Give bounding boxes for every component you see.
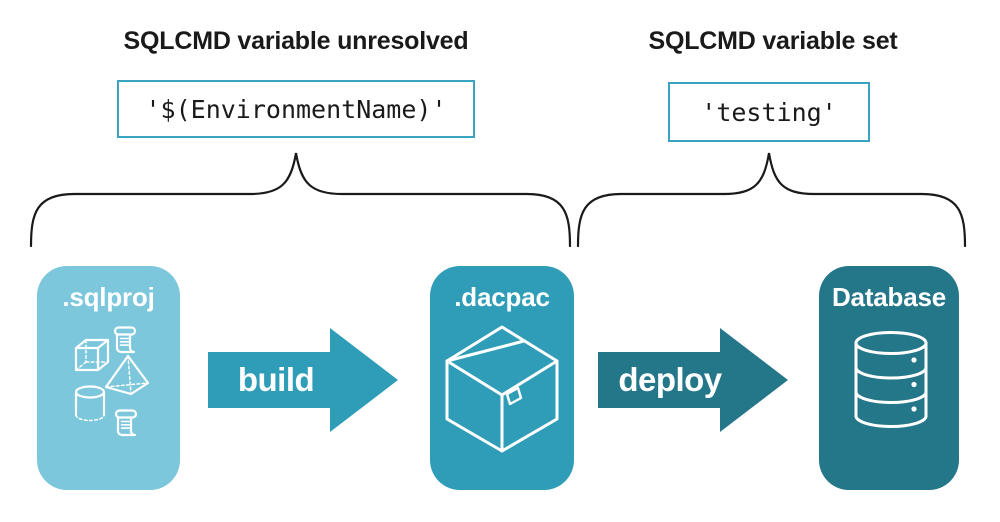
- cube-icon: [74, 338, 110, 372]
- heading-variable-set: SQLCMD variable set: [648, 27, 898, 55]
- stage-card-dacpac: .dacpac: [430, 266, 574, 490]
- heading-variable-unresolved: SQLCMD variable unresolved: [123, 27, 469, 55]
- code-box-resolved-value: 'testing': [668, 82, 870, 142]
- stage-label-sqlproj: .sqlproj: [62, 282, 155, 312]
- script-scroll-icon: [113, 326, 137, 354]
- database-cylinder-icon: [854, 331, 928, 428]
- package-box-icon: [445, 325, 559, 453]
- resolved-variable-text: 'testing': [701, 97, 837, 127]
- database-dot: [911, 381, 917, 388]
- deploy-arrow: [598, 328, 788, 432]
- cylinder-icon: [74, 385, 106, 422]
- code-box-unresolved-value: '$(EnvironmentName)': [117, 80, 475, 138]
- deploy-arrow-label: deploy: [618, 361, 722, 398]
- script-scroll-icon: [114, 409, 138, 437]
- stage-card-sqlproj: .sqlproj: [37, 266, 180, 490]
- database-dot: [911, 357, 917, 363]
- stage-label-dacpac: .dacpac: [454, 282, 550, 312]
- database-dot: [911, 406, 917, 412]
- left-brace: [29, 152, 572, 248]
- sql-project-objects-icon: [74, 326, 150, 437]
- right-brace: [576, 152, 967, 248]
- unresolved-variable-text: '$(EnvironmentName)': [145, 94, 447, 124]
- build-arrow-label: build: [237, 361, 315, 398]
- build-arrow: [208, 328, 398, 432]
- pyramid-icon: [104, 354, 150, 396]
- stage-label-database: Database: [831, 282, 947, 312]
